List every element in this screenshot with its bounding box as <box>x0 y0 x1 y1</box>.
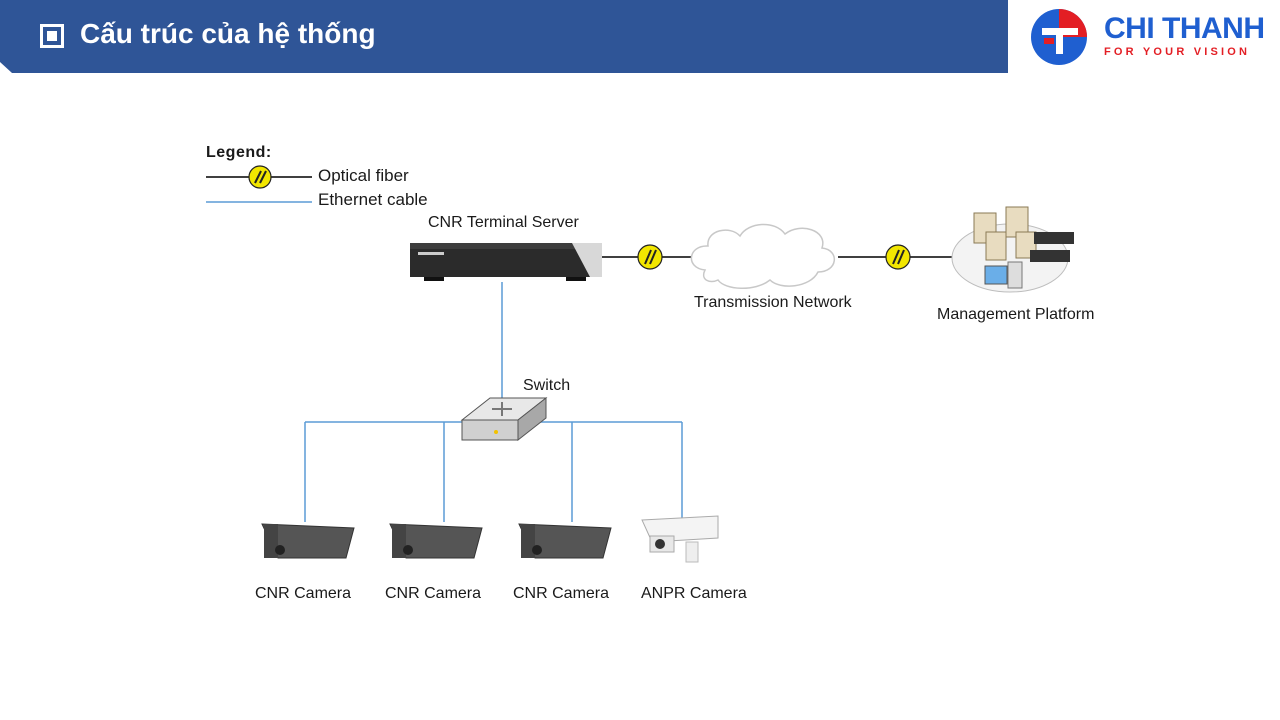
camera-label-2: CNR Camera <box>385 585 482 602</box>
platform-label: Management Platform <box>937 306 1095 323</box>
server-label: CNR Terminal Server <box>428 214 579 231</box>
camera-label-4: ANPR Camera <box>641 585 747 602</box>
logo-tagline: FOR YOUR VISION <box>1104 46 1251 58</box>
legend-ethernet-label: Ethernet cable <box>318 190 428 209</box>
header-bar <box>0 0 1008 73</box>
fiber-marker-icon <box>885 244 911 270</box>
network-label: Transmission Network <box>694 294 852 311</box>
ethernet-links <box>304 282 683 522</box>
terminal-server-icon <box>410 243 602 281</box>
legend-fiber-marker-icon <box>248 165 272 189</box>
logo-mark-icon <box>1031 9 1087 65</box>
camera-label-3: CNR Camera <box>513 585 610 602</box>
cnr-camera-icon <box>261 523 355 559</box>
management-platform-icon <box>951 206 1074 293</box>
camera-label-1: CNR Camera <box>255 585 352 602</box>
cloud-icon <box>690 223 835 289</box>
company-logo: CHI THANH FOR YOUR VISION <box>1028 6 1278 68</box>
logo-name: CHI THANH <box>1104 12 1265 45</box>
cnr-camera-icon <box>389 523 483 559</box>
legend-optical-label: Optical fiber <box>318 166 409 185</box>
cnr-camera-icon <box>518 523 612 559</box>
switch-label: Switch <box>523 377 571 394</box>
fiber-marker-icon <box>637 244 663 270</box>
legend-title: Legend: <box>206 144 272 161</box>
switch-icon <box>460 396 548 442</box>
anpr-camera-icon <box>641 515 719 563</box>
square-bullet-icon <box>40 24 64 48</box>
page-title: Cấu trúc của hệ thống <box>80 18 376 49</box>
